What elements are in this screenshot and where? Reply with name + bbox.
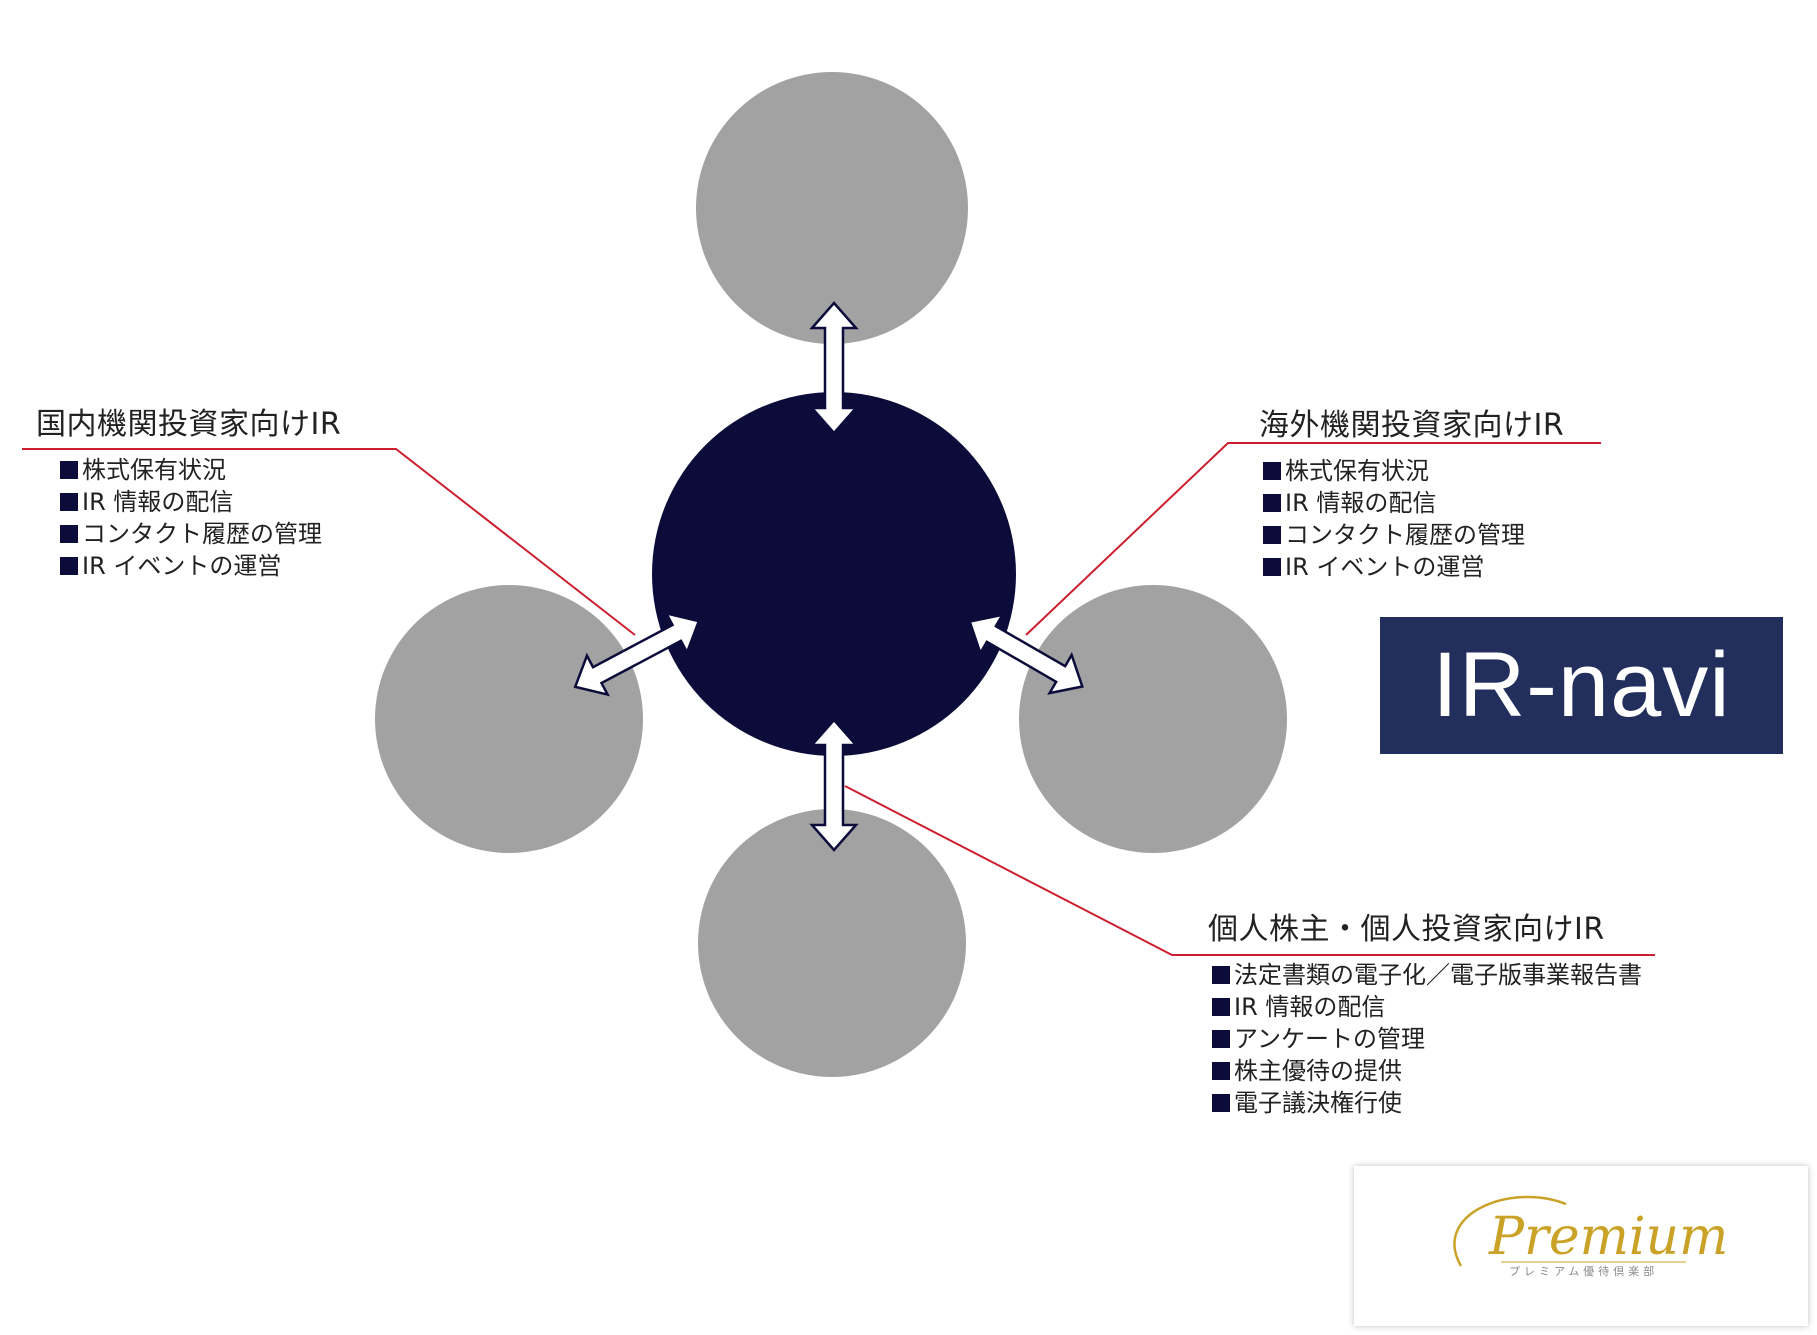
ir-navi-logo: IR-navi [1380,617,1783,754]
label-platform-line2: プラットフォーム [694,574,974,614]
arrow-top-icon [809,301,859,435]
premium-logo-card [1354,1166,1808,1326]
ir-overseas-list: 株式保有状況 IR 情報の配信 コンタクト履歴の管理 IR イベントの運営 [1263,455,1564,583]
ir-block-individual: 個人株主・個人投資家向けIR 法定書類の電子化／電子版事業報告書 IR 情報の配… [1208,911,1642,1119]
bullet-square-icon [1263,462,1281,480]
ir-individual-list: 法定書類の電子化／電子版事業報告書 IR 情報の配信 アンケートの管理 株主優待… [1212,959,1642,1119]
ir-block-overseas: 海外機関投資家向けIR 株式保有状況 IR 情報の配信 コンタクト履歴の管理 I… [1259,407,1564,583]
list-item: コンタクト履歴の管理 [1263,519,1564,551]
list-item: コンタクト履歴の管理 [60,518,341,550]
list-item: 株主優待の提供 [1212,1055,1642,1087]
list-item: IR 情報の配信 [1212,991,1642,1023]
list-item: 株式保有状況 [1263,455,1564,487]
bullet-square-icon [1212,1030,1230,1048]
label-individual-line1: 個人株主 [762,897,902,937]
arrow-bottom-icon [809,718,859,852]
ir-overseas-title: 海外機関投資家向けIR [1259,408,1565,443]
ir-domestic-title: 国内機関投資家向けIR [36,407,342,442]
bullet-square-icon [60,525,78,543]
label-listed-company: 上場企業 [700,186,964,230]
bullet-square-icon [1212,1094,1230,1112]
label-individual-line2: 個人投資家 [744,941,920,981]
label-domestic-investors: 国内機関 投資家 [385,683,633,771]
list-item: 法定書類の電子化／電子版事業報告書 [1212,959,1642,991]
label-listed-company-line1: 上場企業 [762,188,902,228]
list-item: IR 情報の配信 [60,486,341,518]
bullet-square-icon [60,461,78,479]
label-overseas-investors: 海外機関 投資家 [1030,683,1278,771]
bullet-square-icon [60,493,78,511]
bullet-square-icon [1263,558,1281,576]
list-item: IR イベントの運営 [1263,551,1564,583]
label-platform: 株主管理 プラットフォーム （※） [660,528,1008,638]
bullet-square-icon [1263,526,1281,544]
ir-individual-title: 個人株主・個人投資家向けIR [1208,912,1605,947]
bullet-square-icon [60,557,78,575]
ir-block-domestic: 国内機関投資家向けIR 株式保有状況 IR 情報の配信 コンタクト履歴の管理 I… [36,406,341,582]
label-overseas-line2: 投資家 [1101,729,1207,769]
label-platform-line1: 株主管理 [764,530,904,570]
bullet-square-icon [1263,494,1281,512]
list-item: 電子議決権行使 [1212,1087,1642,1119]
label-overseas-line1: 海外機関 [1084,685,1224,725]
list-item: IR イベントの運営 [60,550,341,582]
bullet-square-icon [1212,998,1230,1016]
bullet-square-icon [1212,966,1230,984]
label-domestic-line2: 投資家 [456,729,562,769]
ir-navi-logo-text: IR-navi [1432,634,1731,736]
list-item: アンケートの管理 [1212,1023,1642,1055]
label-individual-investors: 個人株主 個人投資家 [700,895,964,983]
ir-domestic-list: 株式保有状況 IR 情報の配信 コンタクト履歴の管理 IR イベントの運営 [60,454,341,582]
label-domestic-line1: 国内機関 [439,685,579,725]
list-item: IR 情報の配信 [1263,487,1564,519]
bullet-square-icon [1212,1062,1230,1080]
label-platform-note: （※） [806,616,862,637]
list-item: 株式保有状況 [60,454,341,486]
